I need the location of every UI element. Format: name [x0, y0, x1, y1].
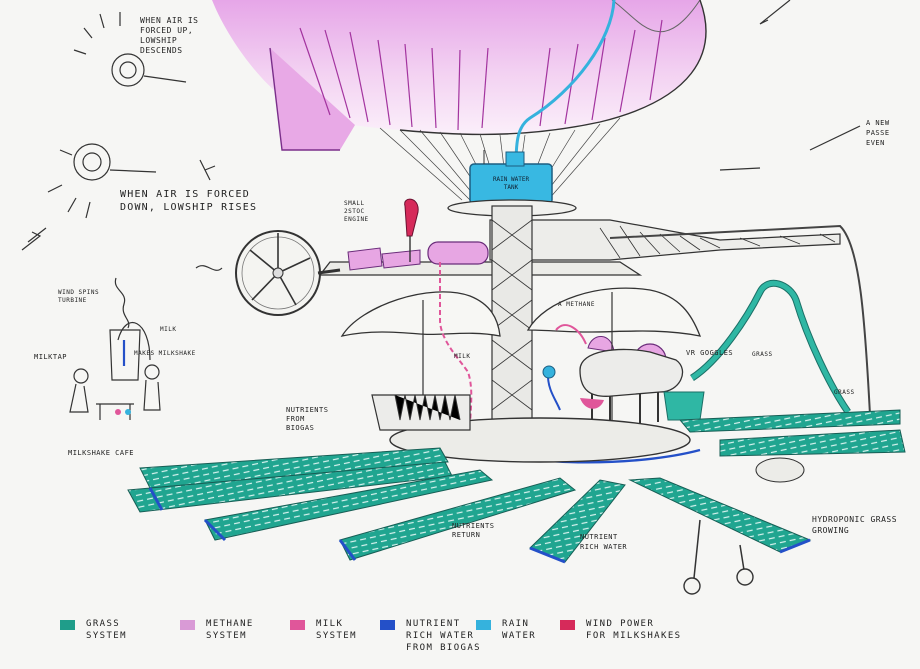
- legend-item-methane: Methane system: [180, 618, 290, 664]
- legend-swatch: [560, 620, 575, 630]
- legend-label: Nutrient rich water from biogas: [406, 619, 482, 653]
- label-air-down: When air is forced down, lowship rises: [120, 189, 258, 213]
- label-milktap: Milktap: [34, 353, 68, 361]
- legend-label: Grass system: [86, 619, 127, 641]
- legend-label: Rain water: [502, 619, 537, 641]
- label-passenger-note: A new passe even: [866, 119, 890, 147]
- legend-label: Milk system: [316, 619, 357, 641]
- label-milk-center: Milk: [454, 353, 471, 360]
- label-milkshake-cafe: Milkshake cafe: [68, 449, 135, 457]
- legend-swatch: [60, 620, 75, 630]
- hydroponic-grass-strips: [127, 409, 906, 564]
- label-wind-spins-turbine: Wind spins turbine: [58, 289, 100, 304]
- label-vr-goggles: VR goggles: [686, 349, 734, 357]
- wind-turbine-wheel: [235, 230, 341, 316]
- cow: [579, 348, 684, 426]
- balloon-envelope: [212, 0, 707, 151]
- legend-item-wind: Wind power for milkshakes: [560, 618, 700, 664]
- label-grass-2: Grass: [834, 389, 855, 396]
- label-milk: Milk: [160, 326, 177, 333]
- label-nutrient-rich-water: Nutrient rich water: [580, 533, 628, 551]
- label-small-engine: Small 2stoc engine: [344, 200, 369, 223]
- label-grass-1: Grass: [752, 351, 773, 358]
- legend-label: Methane system: [206, 619, 254, 641]
- legend-swatch: [180, 620, 195, 630]
- legend-swatch: [476, 620, 491, 630]
- legend-item-nutrient: Nutrient rich water from biogas: [380, 618, 490, 664]
- label-hydroponic-grass: Hydroponic grass growing: [812, 515, 898, 535]
- legend-item-milk: Milk system: [290, 618, 370, 664]
- legend-swatch: [380, 620, 395, 630]
- label-nutrients-from-biogas: Nutrients from biogas: [286, 406, 329, 432]
- legend-swatch: [290, 620, 305, 630]
- label-makes-milkshake: Makes milkshake: [134, 350, 196, 357]
- label-air-up: When air is forced up, lowship descends: [140, 16, 199, 55]
- label-methane: A methane: [558, 301, 596, 308]
- left-side-sketches: [21, 0, 861, 420]
- label-rain-water-tank: Rain water tank: [492, 176, 530, 191]
- landing-wheels: [683, 457, 805, 595]
- legend-label: Wind power for milkshakes: [586, 619, 682, 641]
- label-nutrients-return: Nutrients return: [452, 522, 495, 539]
- legend-item-grass: Grass system: [60, 618, 170, 664]
- legend-item-rain: Rain water: [476, 618, 556, 664]
- balloon-hatching: [299, 19, 663, 131]
- umbrellas: [340, 287, 702, 420]
